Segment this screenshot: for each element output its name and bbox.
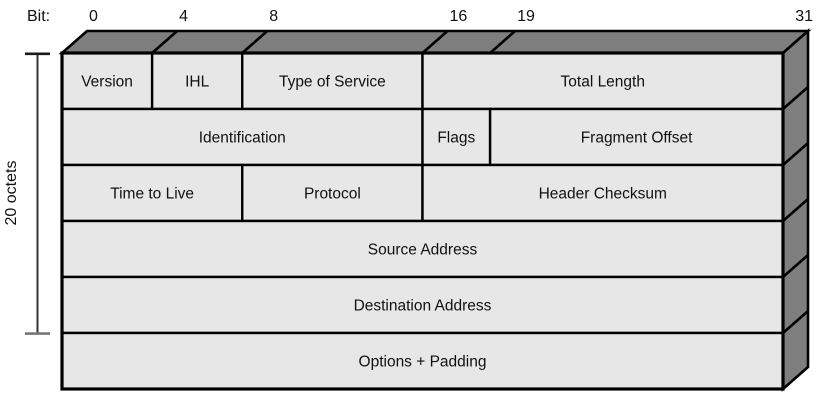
field-flags-cell — [421, 107, 492, 167]
octet-bracket-label: 20 octets — [3, 161, 20, 226]
bit-tick-label-0: 0 — [89, 8, 98, 25]
field-source-address-label: Source Address — [368, 242, 478, 259]
bit-tick-label-8: 8 — [269, 8, 278, 25]
field-options-padding-label: Options + Padding — [359, 354, 487, 371]
bit-tick-4 — [151, 30, 178, 54]
bit-axis-caption: Bit: — [27, 8, 50, 25]
field-source-address-cell — [60, 219, 785, 279]
bit-tick-label-19: 19 — [517, 8, 535, 25]
field-options-padding-cell — [60, 331, 785, 391]
bit-tick-19 — [489, 30, 516, 54]
field-protocol-label: Protocol — [304, 186, 361, 203]
bit-tick-label-4: 4 — [179, 8, 188, 25]
field-time-to-live-label: Time to Live — [110, 186, 194, 203]
field-version-label: Version — [81, 74, 133, 91]
field-ihl-label: IHL — [185, 74, 210, 91]
right-band-divider — [782, 254, 809, 278]
field-protocol-cell — [241, 163, 424, 223]
field-type-of-service-cell — [241, 51, 424, 111]
field-time-to-live-cell — [60, 163, 244, 223]
bit-tick-label-16: 16 — [450, 8, 468, 25]
field-header-checksum-label: Header Checksum — [539, 186, 667, 203]
right-band-divider — [782, 142, 809, 166]
octet-bracket: 20 octets — [3, 52, 50, 335]
right-band-divider — [782, 198, 809, 222]
field-total-length-label: Total Length — [561, 74, 645, 91]
right-band-divider — [782, 86, 809, 110]
header-box-outline — [60, 51, 785, 391]
field-total-length-cell — [421, 51, 785, 111]
bit-tick-label-31: 31 — [795, 8, 813, 25]
field-destination-address-cell — [60, 275, 785, 335]
field-type-of-service-label: Type of Service — [279, 74, 386, 91]
field-fragment-offset-label: Fragment Offset — [581, 130, 693, 147]
field-destination-address-label: Destination Address — [354, 298, 492, 315]
field-flags-label: Flags — [437, 130, 475, 147]
bit-tick-8 — [241, 30, 269, 54]
bit-tick-16 — [421, 30, 449, 54]
right-band-divider — [782, 310, 809, 334]
field-identification-label: Identification — [199, 130, 286, 147]
